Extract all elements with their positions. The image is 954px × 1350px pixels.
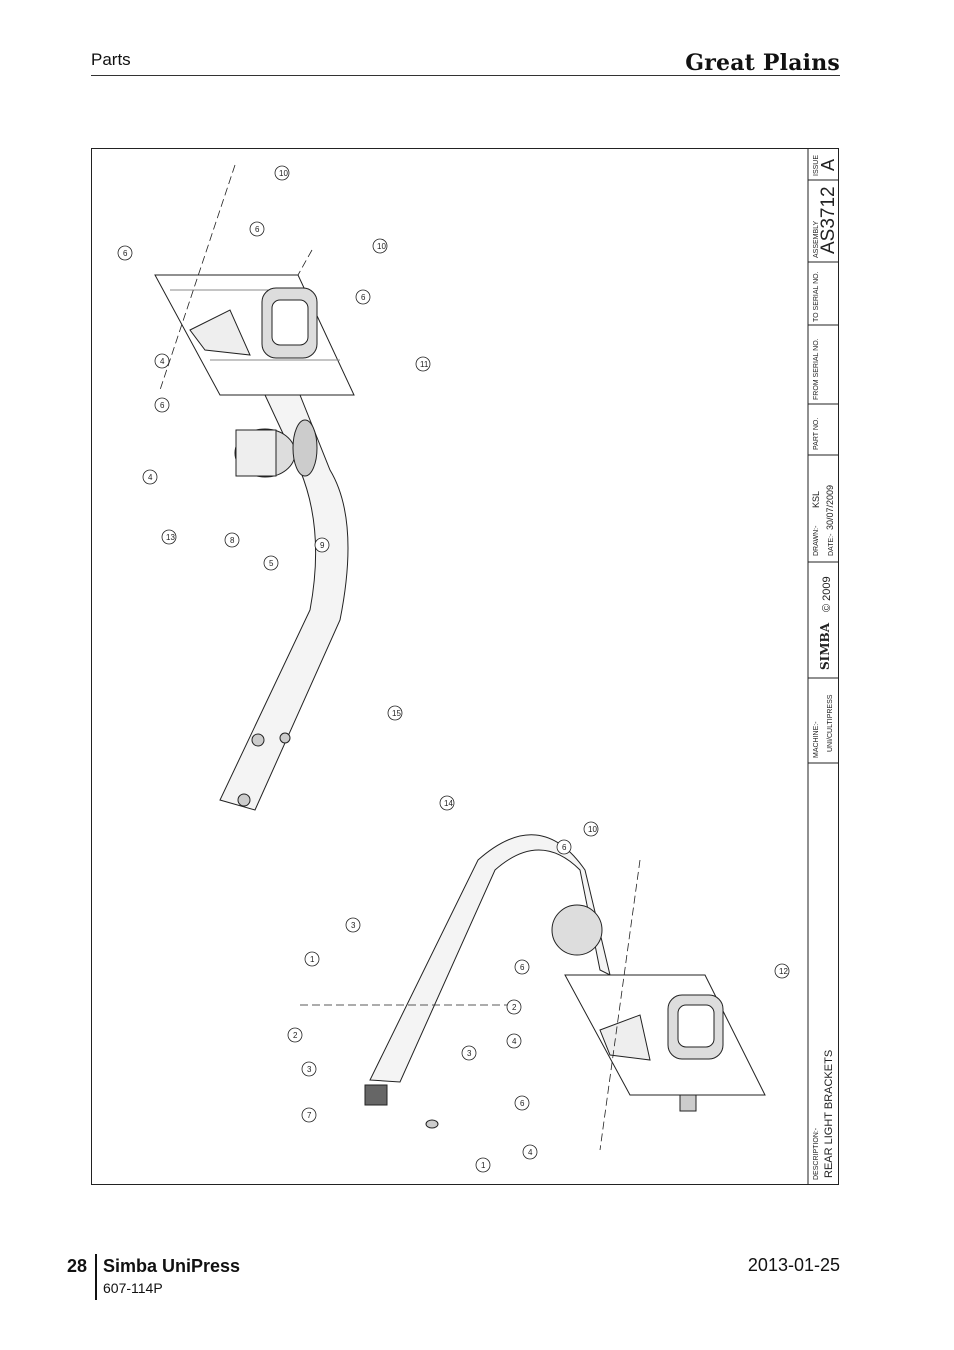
callout-label: 2 <box>293 1031 298 1040</box>
callout-label: 15 <box>392 709 401 718</box>
callout-14: 15 <box>387 705 403 721</box>
callout-26: 12 <box>774 963 790 979</box>
callout-29: 1 <box>475 1157 491 1173</box>
callout-11: 8 <box>224 532 240 548</box>
callout-25: 4 <box>506 1033 522 1049</box>
callout-label: 12 <box>779 967 788 976</box>
callout-label: 6 <box>160 401 165 410</box>
callout-label: 10 <box>588 825 597 834</box>
footer-divider <box>95 1254 97 1300</box>
callout-4: 6 <box>117 245 133 261</box>
part-no-label: PART NO. <box>813 418 820 450</box>
callout-label: 13 <box>166 533 175 542</box>
callout-label: 5 <box>269 559 274 568</box>
callout-6: 4 <box>154 353 170 369</box>
callout-30: 4 <box>522 1144 538 1160</box>
lower-lamp-plate <box>564 974 766 1112</box>
callout-8: 6 <box>154 397 170 413</box>
callout-21: 2 <box>506 999 522 1015</box>
lower-bracket-arm <box>364 834 611 1129</box>
callout-label: 11 <box>420 360 429 369</box>
drawing-date: 30/07/2009 <box>825 485 835 530</box>
upper-bracket-arm <box>219 394 349 811</box>
callout-9: 4 <box>142 469 158 485</box>
description-value: REAR LIGHT BRACKETS <box>823 1050 835 1178</box>
callout-13: 9 <box>314 537 330 553</box>
description-label: DESCRIPTION:- <box>813 1127 820 1180</box>
simba-logo: SIMBA <box>818 622 832 670</box>
callout-label: 2 <box>512 1003 517 1012</box>
callout-16: 6 <box>556 839 572 855</box>
callout-22: 2 <box>287 1027 303 1043</box>
callout-7: 11 <box>415 356 431 372</box>
callout-5: 6 <box>355 289 371 305</box>
callout-label: 4 <box>528 1148 533 1157</box>
callout-label: 7 <box>307 1111 312 1120</box>
callout-label: 4 <box>512 1037 517 1046</box>
callout-label: 9 <box>320 541 325 550</box>
callout-label: 6 <box>361 293 366 302</box>
callout-label: 6 <box>123 249 128 258</box>
callout-20: 6 <box>514 959 530 975</box>
title-block <box>807 148 839 1185</box>
machine-label: MACHINE:- <box>813 721 820 758</box>
callout-19: 1 <box>304 951 320 967</box>
callout-1: 10 <box>274 165 290 181</box>
callout-23: 3 <box>461 1045 477 1061</box>
callout-label: 3 <box>467 1049 472 1058</box>
callout-label: 3 <box>351 921 356 930</box>
machine-name: UNI/CULTIPRESS <box>827 694 834 752</box>
callout-label: 10 <box>377 242 386 251</box>
drawing-frame <box>91 148 839 1185</box>
upper-lamp-plate <box>154 274 355 396</box>
callout-12: 5 <box>263 555 279 571</box>
callout-label: 1 <box>310 955 315 964</box>
callout-label: 4 <box>160 357 165 366</box>
callout-label: 8 <box>230 536 235 545</box>
issue-label: ISSUE <box>813 155 820 176</box>
callout-17: 10 <box>583 821 599 837</box>
header-divider <box>91 75 840 76</box>
callout-18: 3 <box>345 917 361 933</box>
callout-label: 10 <box>279 169 288 178</box>
callouts: 10 6 10 6 6 4 11 6 4 13 8 5 9 15 14 6 10… <box>117 165 790 1173</box>
callout-label: 4 <box>148 473 153 482</box>
callout-24: 3 <box>301 1061 317 1077</box>
to-serial-label: TO SERIAL NO. <box>813 271 820 322</box>
callout-15: 14 <box>439 795 455 811</box>
issue-value: A <box>818 159 838 171</box>
callout-label: 6 <box>562 843 567 852</box>
assembly-number: AS3712 <box>818 186 839 254</box>
drawn-by: KSL <box>811 491 821 508</box>
manual-title: Simba UniPress <box>103 1256 241 1276</box>
section-label: Parts <box>91 50 131 69</box>
callout-28: 6 <box>514 1095 530 1111</box>
page-number: 28 <box>67 1256 88 1276</box>
callout-3: 10 <box>372 238 388 254</box>
document-code: 607-114P <box>103 1280 163 1296</box>
brand-logo: Great Plains <box>685 50 840 76</box>
callout-2: 6 <box>249 221 265 237</box>
callout-label: 6 <box>255 225 260 234</box>
callout-label: 14 <box>444 799 453 808</box>
callout-27: 7 <box>301 1107 317 1123</box>
assembly-label: ASSEMBLY <box>813 220 820 258</box>
publication-date: 2013-01-25 <box>747 1255 840 1275</box>
date-label: DATE:- <box>828 533 835 556</box>
callout-label: 1 <box>481 1161 486 1170</box>
callout-label: 6 <box>520 963 525 972</box>
callout-10: 13 <box>161 529 177 545</box>
copyright: © 2009 <box>821 576 833 612</box>
callout-label: 6 <box>520 1099 525 1108</box>
fastener-lines <box>159 164 641 1151</box>
drawn-label: DRAWN:- <box>813 525 820 556</box>
callout-label: 3 <box>307 1065 312 1074</box>
from-serial-label: FROM SERIAL NO. <box>813 338 820 400</box>
